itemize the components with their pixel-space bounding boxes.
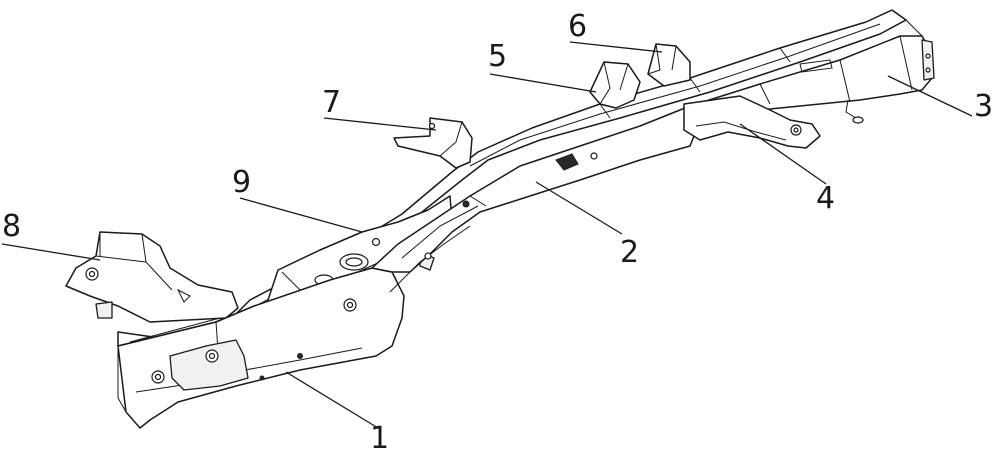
leader-5 bbox=[489, 73, 597, 93]
callout-8: 8 bbox=[2, 209, 21, 244]
tube-fitting bbox=[845, 99, 864, 124]
callout-5: 5 bbox=[488, 39, 507, 74]
part-6-bracket bbox=[647, 43, 691, 87]
leader-7 bbox=[323, 117, 437, 131]
callout-4: 4 bbox=[816, 181, 835, 216]
part-7-bracket bbox=[393, 117, 473, 169]
callout-numbers: 1 2 3 4 5 6 7 8 9 bbox=[2, 9, 993, 453]
callout-7: 7 bbox=[322, 85, 341, 120]
part-1-front-rail-section bbox=[117, 267, 405, 429]
callout-1: 1 bbox=[370, 421, 389, 453]
leader-8 bbox=[1, 243, 101, 261]
leader-6 bbox=[569, 41, 663, 53]
leader-4 bbox=[739, 123, 827, 185]
leader-2 bbox=[535, 181, 623, 235]
leader-9 bbox=[239, 197, 363, 233]
part-2-middle-rail-section bbox=[371, 105, 699, 293]
callout-leader-lines bbox=[1, 41, 973, 429]
leader-3 bbox=[887, 75, 973, 117]
part-5-bracket bbox=[589, 61, 641, 109]
part-4-rear-bracket bbox=[683, 95, 821, 149]
callout-6: 6 bbox=[568, 9, 587, 44]
callout-9: 9 bbox=[232, 165, 251, 200]
leader-1 bbox=[285, 371, 379, 429]
part-8-front-bracket bbox=[65, 231, 239, 323]
callout-3: 3 bbox=[974, 89, 993, 124]
callout-2: 2 bbox=[620, 235, 639, 270]
